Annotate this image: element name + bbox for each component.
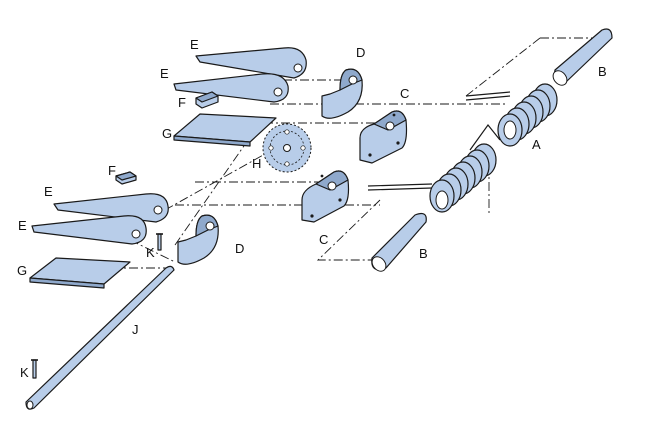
- pin-k-mid: [156, 233, 163, 251]
- spring-a-bottom: [367, 143, 497, 213]
- gear-h: [262, 123, 312, 173]
- plate-e-2: [173, 73, 289, 103]
- label-k-mid: K: [146, 245, 155, 260]
- bracket-c-top: [359, 110, 408, 164]
- label-j: J: [132, 322, 139, 337]
- part-labels: A B B C C D D E E E E F F G G H J K K: [17, 37, 607, 380]
- part-d-top: [321, 68, 363, 119]
- plate-e-4: [31, 215, 147, 245]
- label-e-1: E: [190, 37, 199, 52]
- plate-e-1: [195, 47, 307, 79]
- label-e-4: E: [18, 218, 27, 233]
- label-f-bottom: F: [108, 163, 116, 178]
- label-c-top: C: [400, 86, 409, 101]
- label-a: A: [532, 137, 541, 152]
- pin-b-bottom: [371, 212, 427, 272]
- part-d-bottom: [177, 214, 219, 265]
- label-g-top: G: [162, 126, 172, 141]
- label-e-3: E: [44, 184, 53, 199]
- spring-a-top: [465, 83, 558, 151]
- label-e-2: E: [160, 66, 169, 81]
- label-c-bottom: C: [319, 232, 328, 247]
- label-g-bottom: G: [17, 263, 27, 278]
- pin-b-top: [552, 28, 613, 86]
- plate-g-bottom: [29, 257, 131, 289]
- label-b-top: B: [598, 64, 607, 79]
- block-f-bottom: [115, 171, 137, 185]
- label-h: H: [252, 156, 261, 171]
- block-f-top: [195, 91, 219, 109]
- plate-g-top: [173, 113, 277, 147]
- rod-j: [25, 265, 175, 410]
- label-d-top: D: [356, 45, 365, 60]
- label-b-bottom: B: [419, 246, 428, 261]
- label-f-top: F: [178, 95, 186, 110]
- label-d-bottom: D: [235, 241, 244, 256]
- bracket-c-bottom: [301, 170, 350, 223]
- label-k-bottom: K: [20, 365, 29, 380]
- pin-k-bottom: [31, 359, 38, 379]
- plate-e-3: [53, 193, 169, 223]
